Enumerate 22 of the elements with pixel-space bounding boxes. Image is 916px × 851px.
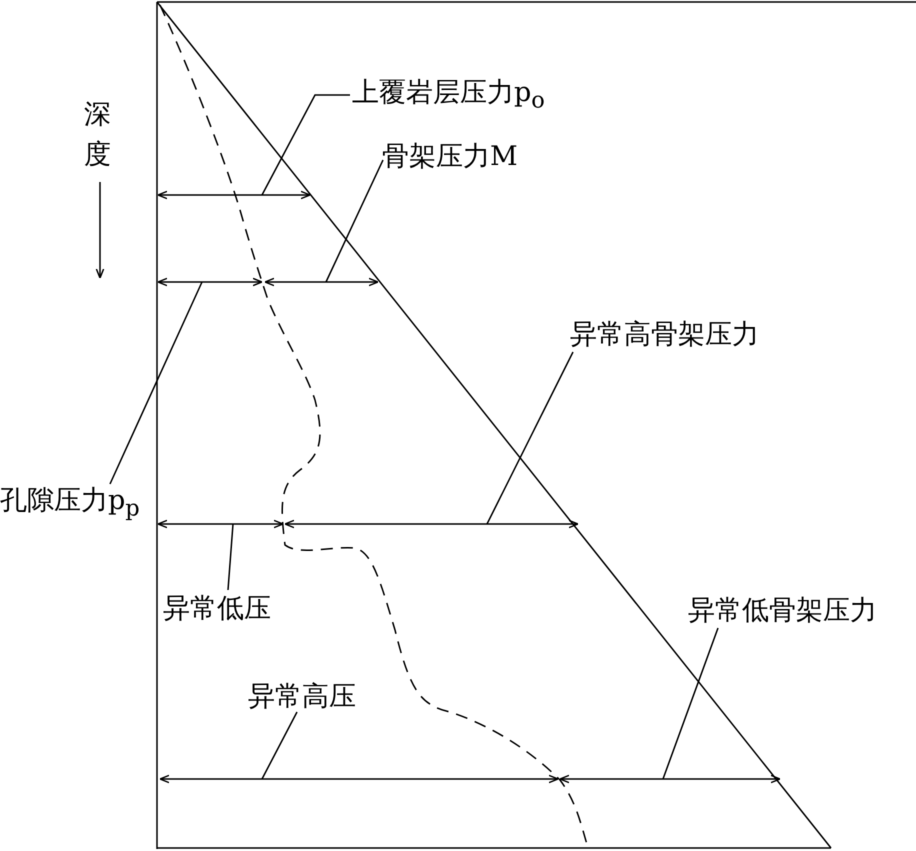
callout-label: 上覆岩层压力p$_{o}$ bbox=[352, 76, 545, 118]
leader-line bbox=[109, 282, 203, 484]
callout-label: 异常高压 bbox=[248, 680, 356, 714]
callout-label: 骨架压力M bbox=[382, 140, 518, 174]
dimension-arrow bbox=[157, 520, 284, 528]
dimension-arrow bbox=[559, 774, 781, 784]
callout-label: 异常低压 bbox=[163, 592, 271, 626]
dimension-arrow bbox=[157, 190, 311, 200]
dimension-arrow bbox=[159, 774, 559, 784]
leader-line bbox=[486, 352, 574, 524]
dimension-arrow bbox=[157, 278, 263, 286]
dimension-arrow bbox=[284, 520, 579, 528]
axis-label: 深度 bbox=[84, 98, 112, 172]
leader-line bbox=[325, 160, 384, 282]
callout-label: 孔隙压力p$_{p}$ bbox=[0, 484, 140, 526]
leader-line bbox=[261, 94, 350, 196]
leader-line bbox=[662, 628, 719, 780]
leader-line bbox=[227, 524, 234, 590]
callout-label: 异常高骨架压力 bbox=[570, 318, 759, 352]
leader-line bbox=[261, 712, 298, 780]
callout-label: 异常低骨架压力 bbox=[688, 594, 877, 628]
dimension-arrow bbox=[264, 278, 379, 286]
